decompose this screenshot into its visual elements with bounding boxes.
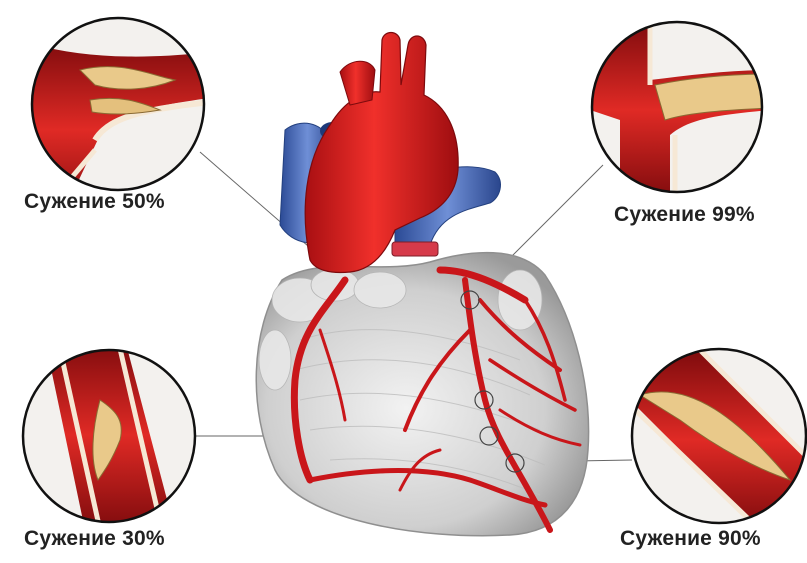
inset-stenosis-99 — [590, 20, 770, 200]
heart — [256, 33, 588, 536]
aorta — [305, 33, 458, 273]
label-stenosis-30: Сужение 30% — [24, 527, 165, 551]
inset-stenosis-30 — [23, 340, 195, 530]
inset-stenosis-90 — [630, 349, 807, 530]
label-stenosis-50: Сужение 50% — [24, 190, 165, 214]
label-stenosis-99: Сужение 99% — [614, 203, 755, 227]
label-stenosis-90: Сужение 90% — [620, 527, 761, 551]
